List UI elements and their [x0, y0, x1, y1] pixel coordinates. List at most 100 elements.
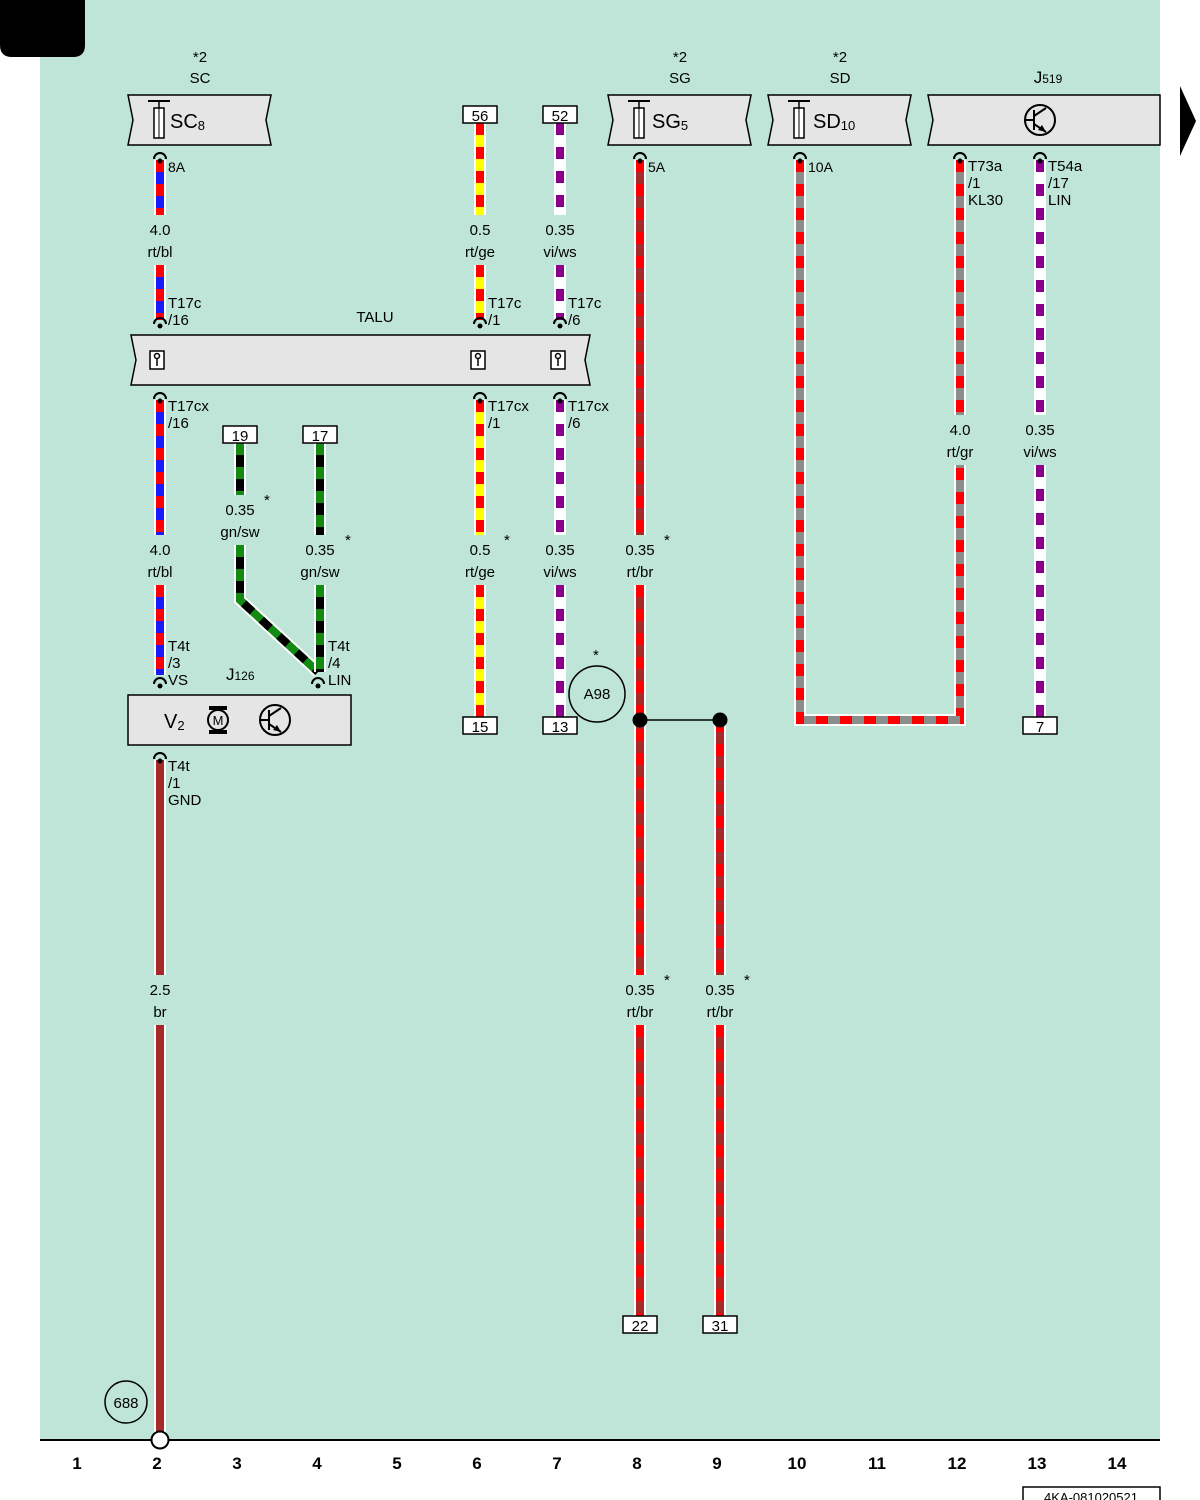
transistor-j126-icon — [259, 704, 291, 736]
wire-label-color: rt/ge — [465, 564, 495, 581]
ref-box-label: 17 — [312, 428, 329, 445]
control-unit-j519-box — [927, 94, 1161, 146]
pin-connector-icon — [153, 752, 167, 760]
fuse-sd10-icon — [788, 100, 810, 139]
svg-text:LIN: LIN — [328, 672, 351, 689]
svg-text:T4t: T4t — [168, 638, 191, 655]
fuse-group-sd-star: *2 — [833, 49, 847, 66]
pin-label-t4t-3-vs: T4t/3VS — [168, 638, 191, 689]
pin-connector-icon — [473, 392, 487, 400]
pin-contact-dot — [157, 398, 163, 404]
wire-label-gauge: 4.0 — [150, 542, 171, 559]
fuse-group-sc-star: *2 — [193, 49, 207, 66]
column-number: 7 — [552, 1454, 561, 1473]
ref-box-label: 31 — [712, 1318, 729, 1335]
pin-connector-icon — [153, 152, 167, 160]
wire-label-color: rt/br — [627, 1004, 654, 1021]
fuse-rating-sc8: 8A — [168, 159, 186, 175]
control-unit-j126-label: J126 — [226, 665, 255, 684]
column-number: 6 — [472, 1454, 481, 1473]
svg-text:T17c: T17c — [568, 295, 602, 312]
ref-box-label: 22 — [632, 1318, 649, 1335]
connector-box-talu — [130, 334, 591, 386]
wire-label-color: br — [153, 1004, 166, 1021]
column-number: 5 — [392, 1454, 401, 1473]
fuse-rating-sd10: 10A — [808, 159, 834, 175]
svg-text:/16: /16 — [168, 312, 189, 329]
wire-label-color: gn/sw — [220, 524, 259, 541]
splice-node — [632, 712, 648, 728]
transistor-j519-icon — [1024, 104, 1056, 136]
svg-text:/4: /4 — [328, 655, 341, 672]
pass-through-16-icon — [149, 350, 165, 370]
pin-connector-icon — [311, 677, 325, 685]
page-corner-tab — [0, 0, 85, 57]
fuse-sg5-icon — [628, 100, 650, 139]
wire-label-gauge: 0.35 — [705, 982, 734, 999]
wire-label-color: vi/ws — [543, 564, 576, 581]
control-unit-j519-label: J519 — [1034, 68, 1063, 87]
pass-through-6-icon — [550, 350, 566, 370]
ref-box-label: 52 — [552, 108, 569, 125]
wire-note-star: * — [664, 972, 670, 989]
svg-text:T73a: T73a — [968, 158, 1003, 175]
pin-label-t17c-1: T17c/1 — [488, 295, 522, 329]
motor-unit-box — [127, 694, 352, 746]
fuse-group-sd-name: SD — [830, 70, 851, 87]
pin-connectors — [153, 152, 1047, 764]
doc-code-label: 4KA-081020521 — [1044, 1490, 1138, 1500]
pin-connector-icon — [1033, 152, 1047, 160]
pin-contact-dot — [315, 683, 321, 689]
svg-text:T17c: T17c — [168, 295, 202, 312]
splice-a98-label: A98 — [584, 686, 611, 703]
svg-text:T17c: T17c — [488, 295, 522, 312]
pin-contact-dot — [477, 398, 483, 404]
wire-label-color: rt/bl — [147, 244, 172, 261]
wire-label-gauge: 4.0 — [950, 422, 971, 439]
pin-contact-dot — [557, 323, 563, 329]
svg-text:LIN: LIN — [1048, 192, 1071, 209]
pin-connector-icon — [793, 152, 807, 160]
splice-a98-circle — [568, 665, 626, 723]
wire-stripe — [796, 160, 964, 724]
pin-connector-icon — [473, 317, 487, 325]
wire-label-gauge: 0.35 — [225, 502, 254, 519]
wire-label-gauge: 0.35 — [625, 542, 654, 559]
svg-text:GND: GND — [168, 792, 202, 809]
doc-code-box — [1022, 1486, 1161, 1500]
svg-text:/17: /17 — [1048, 175, 1069, 192]
ref-box-label: 19 — [232, 428, 249, 445]
wire-note-star: * — [345, 532, 351, 549]
svg-text:T17cx: T17cx — [168, 398, 209, 415]
pin-connector-icon — [153, 317, 167, 325]
wire-stripe — [236, 545, 321, 675]
wire-label-color: vi/ws — [1023, 444, 1056, 461]
wire-label-gauge: 0.35 — [625, 982, 654, 999]
svg-text:T54a: T54a — [1048, 158, 1083, 175]
splice-node — [712, 712, 728, 728]
wire-label-color: vi/ws — [543, 244, 576, 261]
svg-text:/1: /1 — [968, 175, 981, 192]
column-number: 3 — [232, 1454, 241, 1473]
pin-connector-icon — [153, 677, 167, 685]
svg-text:T4t: T4t — [168, 758, 191, 775]
column-number: 8 — [632, 1454, 641, 1473]
wire-label-gauge: 0.35 — [305, 542, 334, 559]
ground-688-label: 688 — [113, 1395, 138, 1412]
ref-box-label: 56 — [472, 108, 489, 125]
column-number: 2 — [152, 1454, 161, 1473]
pin-contact-dot — [1037, 158, 1043, 164]
pin-label-t17c-16: T17c/16 — [168, 295, 202, 329]
wire-label-gauge: 4.0 — [150, 222, 171, 239]
column-number: 12 — [948, 1454, 967, 1473]
fuse-sc8-label: SC8 — [170, 111, 205, 133]
pin-contact-dot — [157, 683, 163, 689]
column-number: 9 — [712, 1454, 721, 1473]
ground-point-icon — [150, 1430, 170, 1450]
pin-label-t17cx-16: T17cx/16 — [168, 398, 209, 432]
fuse-rating-sg5: 5A — [648, 159, 666, 175]
svg-text:T17cx: T17cx — [488, 398, 529, 415]
